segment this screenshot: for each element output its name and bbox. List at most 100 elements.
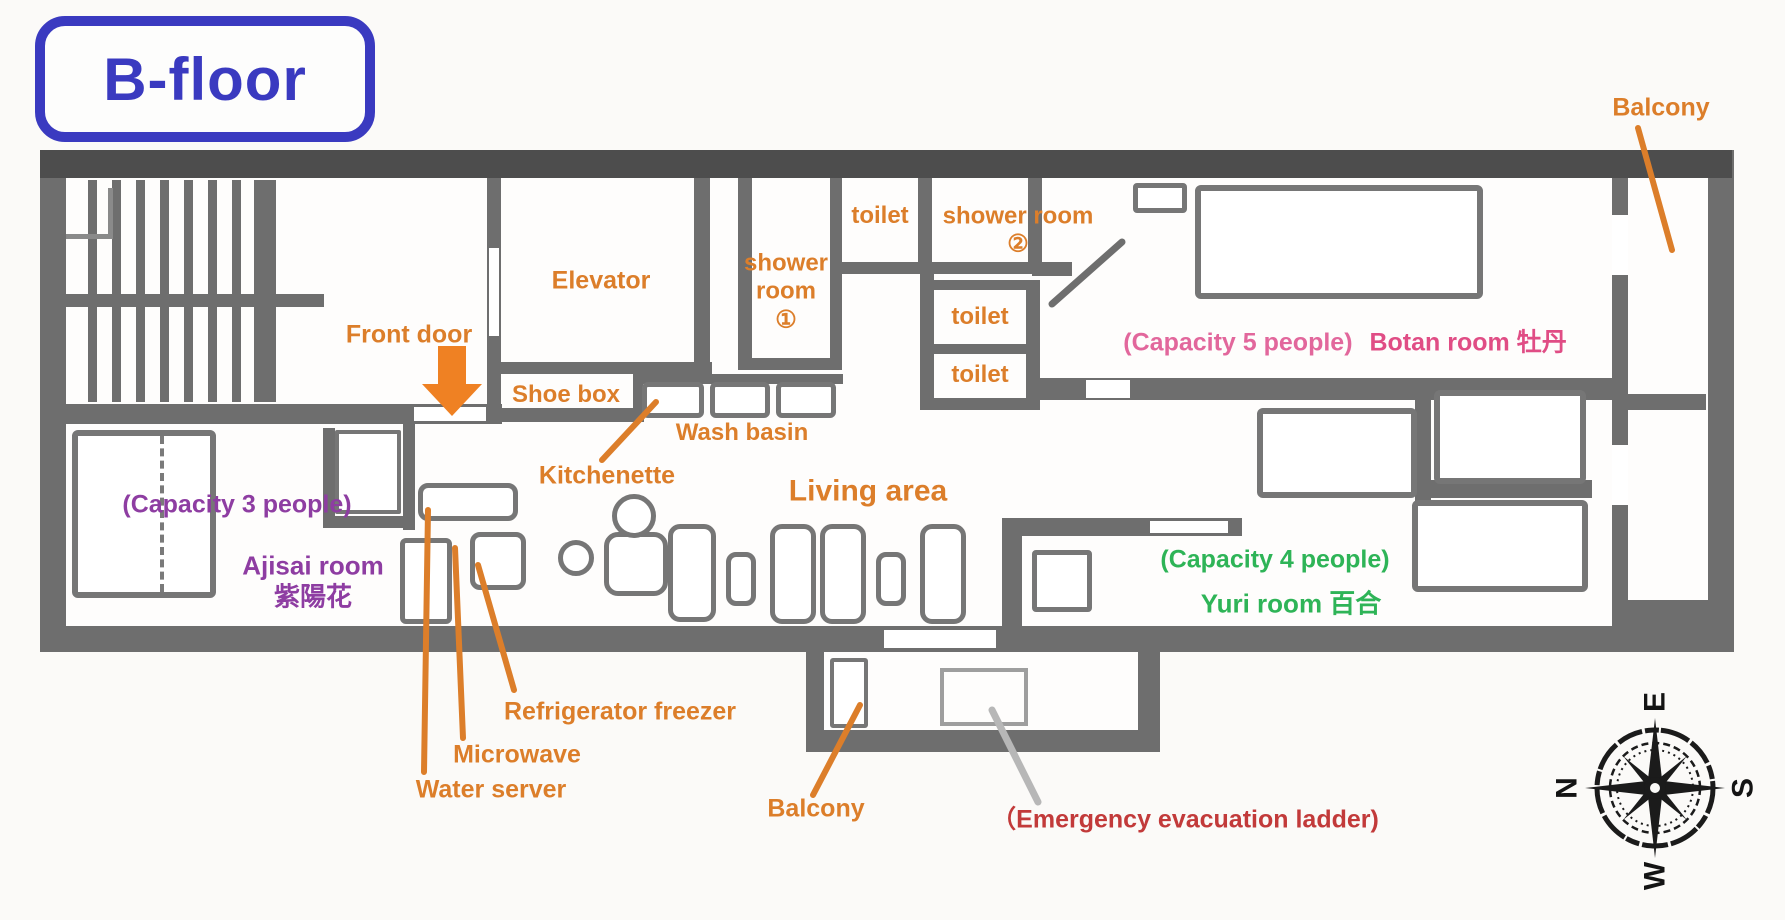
corridor-wall xyxy=(920,274,934,410)
kitchenette-label: Kitchenette xyxy=(538,461,676,490)
balcony-door-gap xyxy=(884,630,996,648)
yuri-cabinet xyxy=(1032,550,1092,612)
living-sofa-1 xyxy=(770,524,816,624)
living-seat-2 xyxy=(876,552,906,606)
balcony-right-bottom-wall xyxy=(1612,600,1708,626)
botan-nightstand xyxy=(1133,183,1187,213)
living-stool-1 xyxy=(558,540,594,576)
botan-bed xyxy=(1195,185,1483,299)
elevator-label: Elevator xyxy=(551,266,651,295)
stair-rail xyxy=(62,294,324,307)
stair-step-7 xyxy=(232,180,241,402)
balcony-bottom-wall-left xyxy=(806,652,824,752)
ajisai-east-wall xyxy=(403,424,415,530)
bed-alcove-wall-1 xyxy=(1415,378,1431,502)
stair-step-1 xyxy=(88,180,97,402)
wash-basin-label: Wash basin xyxy=(675,418,809,446)
yuri-bed-2 xyxy=(1434,390,1586,484)
water-server-counter xyxy=(418,483,518,521)
toilet-3-label: toilet xyxy=(951,360,1009,388)
toilet-2-label: toilet xyxy=(951,302,1009,330)
yuri-bed-3 xyxy=(1412,500,1588,592)
stair-landing-notch xyxy=(66,188,113,239)
front-door-label: Front door xyxy=(345,320,473,349)
ajisai-room-label: Ajisai room 紫陽花 xyxy=(242,550,384,611)
floor-title-box: B-floor xyxy=(35,16,375,142)
yuri-room-west-wall xyxy=(1002,518,1022,626)
compass-north: N xyxy=(1551,777,1584,799)
living-seat-1 xyxy=(726,552,756,606)
toilet-1-label: toilet xyxy=(851,201,909,229)
stair-step-2 xyxy=(112,180,121,402)
entry-wall xyxy=(40,404,502,424)
shower-room-1-label: shower room ① xyxy=(743,249,829,334)
toilet-1-bottom-wall xyxy=(842,262,1042,274)
closet-interior xyxy=(335,430,401,514)
balcony-bottom-interior xyxy=(824,650,1140,732)
balcony-right-door-gap-1 xyxy=(1612,215,1628,275)
balcony-bottom-wall-bottom xyxy=(806,730,1158,752)
compass-south: S xyxy=(1727,778,1760,798)
outer-wall-bottom xyxy=(40,626,1708,652)
toilet-3-bottom-wall xyxy=(934,398,1034,410)
botan-room-label: (Capacity 5 people) Botan room 牡丹 xyxy=(1123,328,1567,357)
shower-room-1-bottom-wall xyxy=(738,358,842,370)
toilet-2-top-wall xyxy=(934,280,1034,290)
emergency-ladder-label: （Emergency evacuation ladder) xyxy=(991,805,1379,834)
outer-wall-left xyxy=(40,150,66,652)
stair-step-6 xyxy=(208,180,217,402)
stair-step-4 xyxy=(160,180,169,402)
shoe-box-bottom-wall xyxy=(494,408,644,422)
balcony-bottom-wall-right xyxy=(1138,626,1160,752)
microwave-label: Microwave xyxy=(453,740,581,769)
living-area-label: Living area xyxy=(788,474,948,508)
botan-door-gap xyxy=(1086,380,1130,398)
ajisai-bed-divider xyxy=(160,436,164,592)
elevator-bottom-wall xyxy=(494,362,712,374)
shoe-box-label: Shoe box xyxy=(511,380,621,408)
wash-basin-unit-1 xyxy=(710,382,770,418)
shower-room-1-right-wall xyxy=(830,178,842,370)
ajisai-capacity-label: (Capacity 3 people) xyxy=(122,490,352,519)
stair-step-8 xyxy=(254,180,276,402)
living-sofa-3 xyxy=(920,524,966,624)
wash-basin-unit-2 xyxy=(776,382,836,418)
toilet-divider-wall xyxy=(934,344,1034,354)
shower-room-1-left-wall xyxy=(738,178,752,370)
closet-bottom-wall xyxy=(323,516,405,528)
yuri-door-gap xyxy=(1150,521,1228,533)
balcony-right-divider-wall xyxy=(1612,394,1706,410)
refrigerator-label: Refrigerator freezer xyxy=(503,697,737,726)
water-server-label: Water server xyxy=(415,775,567,804)
yuri-bed-1 xyxy=(1257,408,1417,498)
refrigerator-freezer xyxy=(470,532,526,590)
kitchenette-sink-unit xyxy=(642,382,704,418)
living-stool-2 xyxy=(612,494,656,538)
balcony-bottom-label: Balcony xyxy=(767,794,865,823)
yuri-capacity-label: (Capacity 4 people) xyxy=(1160,545,1390,574)
ajisai-bed xyxy=(72,430,216,598)
elevator-right-wall xyxy=(694,178,710,370)
shower-room-2-label: shower room ② xyxy=(942,202,1094,258)
balcony-top-label: Balcony xyxy=(1612,93,1710,122)
wash-basin-rail-wall xyxy=(643,374,843,384)
compass-rose-icon: E N S W xyxy=(1551,692,1760,890)
balcony-right-door-gap-2 xyxy=(1612,445,1628,505)
front-door-gap xyxy=(414,407,486,421)
emergency-ladder xyxy=(940,668,1028,726)
living-chair xyxy=(604,532,668,596)
stair-step-3 xyxy=(136,180,145,402)
yuri-room-label: Yuri room 百合 xyxy=(1200,588,1382,619)
shoe-box-side-wall xyxy=(633,374,643,420)
closet-left-wall xyxy=(323,428,335,528)
compass-east: E xyxy=(1639,692,1672,712)
stair-step-5 xyxy=(184,180,193,402)
living-sofa-2 xyxy=(820,524,866,624)
floor-title: B-floor xyxy=(103,45,307,113)
shower-room-2-right-wall xyxy=(1028,178,1042,274)
balcony-right-inner-wall xyxy=(1612,178,1628,626)
living-table xyxy=(668,524,716,622)
bed-alcove-wall-2 xyxy=(1428,480,1592,498)
elevator-door-gap xyxy=(489,248,499,336)
